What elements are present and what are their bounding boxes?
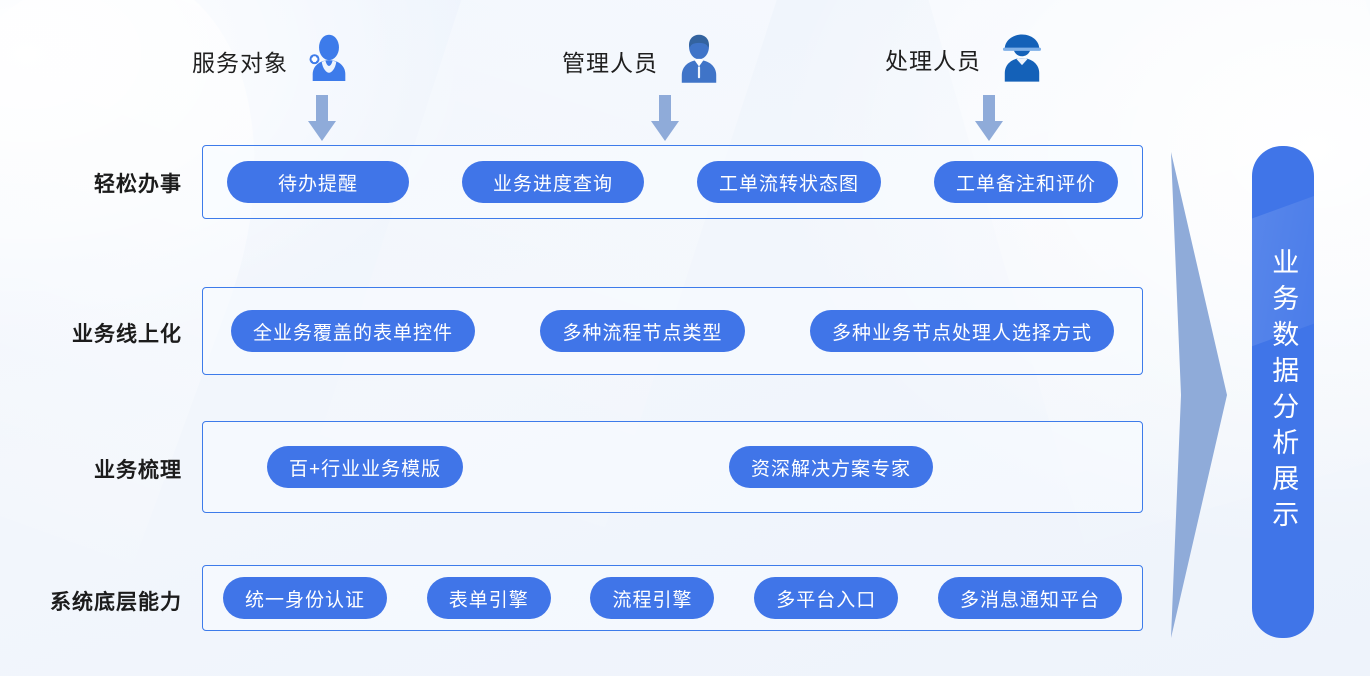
side-banner-data-analysis[interactable]: 业务数据分析展示 [1252, 146, 1314, 638]
feature-pill[interactable]: 工单备注和评价 [933, 161, 1118, 203]
feature-pill[interactable]: 全业务覆盖的表单控件 [231, 310, 476, 352]
feature-pill[interactable]: 百+行业业务模版 [267, 446, 464, 488]
worker-helmet-person-icon [993, 30, 1051, 88]
persona-label: 服务对象 [192, 50, 288, 76]
feature-pill[interactable]: 资深解决方案专家 [728, 446, 933, 488]
service-person-icon [300, 32, 358, 90]
feature-pill[interactable]: 统一身份认证 [223, 577, 388, 619]
feature-pill[interactable]: 业务进度查询 [461, 161, 644, 203]
down-arrow-icon [648, 95, 682, 141]
row-box-system-capability: 统一身份认证 表单引擎 流程引擎 多平台入口 多消息通知平台 [202, 565, 1143, 631]
down-arrow-icon [972, 95, 1006, 141]
down-arrow-icon [305, 95, 339, 141]
persona-manager: 管理人员 [562, 32, 728, 90]
feature-pill[interactable]: 多种业务节点处理人选择方式 [809, 310, 1114, 352]
row-label-business-sorting: 业务梳理 [94, 459, 182, 482]
persona-service-object: 服务对象 [192, 32, 358, 90]
manager-person-icon [670, 32, 728, 90]
row-box-easy-handling: 待办提醒 业务进度查询 工单流转状态图 工单备注和评价 [202, 145, 1143, 219]
row-label-easy-handling: 轻松办事 [94, 173, 182, 196]
persona-label: 处理人员 [885, 48, 981, 74]
feature-pill[interactable]: 流程引擎 [590, 577, 715, 619]
feature-pill[interactable]: 多平台入口 [754, 577, 899, 619]
persona-handler: 处理人员 [885, 30, 1051, 88]
side-banner-label: 业务数据分析展示 [1268, 248, 1299, 536]
right-chevron-arrow-icon [1167, 152, 1229, 638]
row-box-business-sorting: 百+行业业务模版 资深解决方案专家 [202, 421, 1143, 513]
feature-pill[interactable]: 表单引擎 [426, 577, 551, 619]
feature-pill[interactable]: 待办提醒 [227, 161, 409, 203]
feature-pill[interactable]: 多种流程节点类型 [540, 310, 745, 352]
feature-pill[interactable]: 工单流转状态图 [696, 161, 881, 203]
feature-pill[interactable]: 多消息通知平台 [937, 577, 1122, 619]
row-box-business-online: 全业务覆盖的表单控件 多种流程节点类型 多种业务节点处理人选择方式 [202, 287, 1143, 375]
row-label-business-online: 业务线上化 [72, 323, 182, 346]
persona-label: 管理人员 [562, 50, 658, 76]
row-label-system-capability: 系统底层能力 [50, 591, 182, 614]
